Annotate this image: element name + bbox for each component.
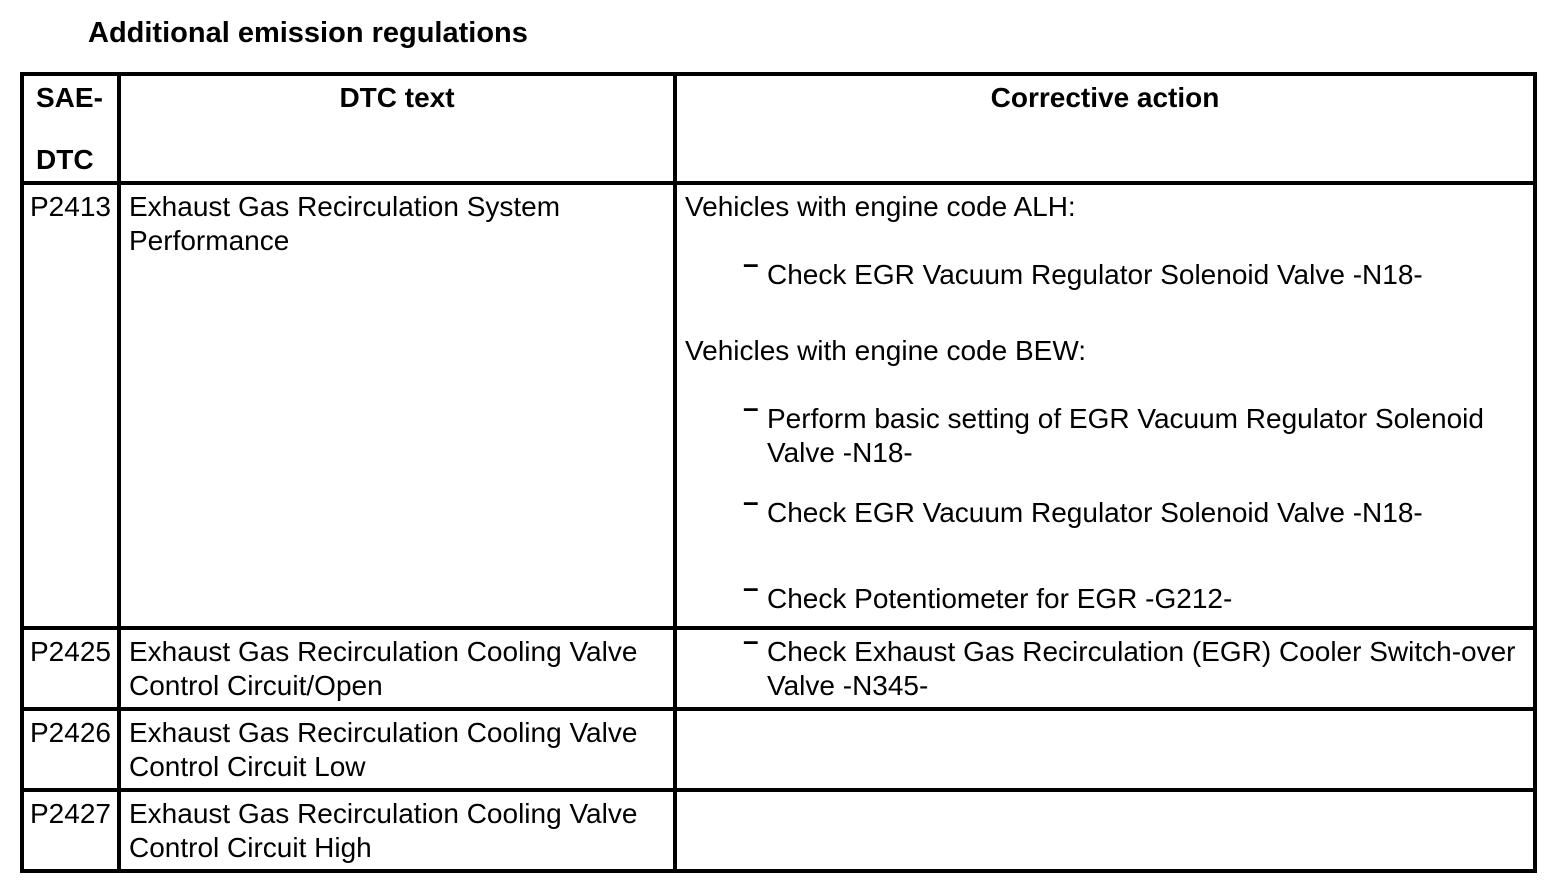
action-paragraph: Vehicles with engine code BEW: <box>685 335 1087 366</box>
bullet-item: –Check EGR Vacuum Regulator Solenoid Val… <box>743 248 1525 292</box>
header-sae-dtc-line1: SAE- <box>36 82 103 113</box>
bullet-item: –Perform basic setting of EGR Vacuum Reg… <box>743 392 1525 470</box>
dtc-code-cell: P2426 <box>20 707 121 792</box>
dash-bullet-icon: – <box>743 572 759 603</box>
bullet-item: –Check EGR Vacuum Regulator Solenoid Val… <box>743 486 1525 530</box>
action-paragraph: Vehicles with engine code ALH: <box>685 191 1076 222</box>
corrective-action-cell <box>673 788 1537 873</box>
dtc-text-cell: Exhaust Gas Recirculation Cooling Valve … <box>117 626 677 711</box>
corrective-action-cell: Vehicles with engine code ALH:–Check EGR… <box>673 181 1537 630</box>
bullet-text: Check EGR Vacuum Regulator Solenoid Valv… <box>767 497 1423 528</box>
dash-bullet-icon: – <box>743 392 759 423</box>
bullet-item: –Check Potentiometer for EGR -G212- <box>743 572 1525 616</box>
dtc-text-cell: Exhaust Gas Recirculation Cooling Valve … <box>117 788 677 873</box>
dash-bullet-icon: – <box>743 486 759 517</box>
dtc-text-cell: Exhaust Gas Recirculation System Perform… <box>117 181 677 630</box>
corrective-action-content: –Check Exhaust Gas Recirculation (EGR) C… <box>685 632 1525 703</box>
dash-bullet-icon: – <box>743 248 759 279</box>
dash-bullet-icon: – <box>743 628 759 656</box>
header-sae-dtc: SAE- DTC <box>20 72 121 185</box>
bullet-text: Check Potentiometer for EGR -G212- <box>767 583 1233 614</box>
dtc-code-cell: P2427 <box>20 788 121 873</box>
page-title: Additional emission regulations <box>88 17 528 49</box>
dtc-code-cell: P2425 <box>20 626 121 711</box>
header-sae-dtc-line2: DTC <box>36 144 94 175</box>
header-dtc-text: DTC text <box>117 72 677 185</box>
corrective-action-cell: –Check Exhaust Gas Recirculation (EGR) C… <box>673 626 1537 711</box>
bullet-item: –Check Exhaust Gas Recirculation (EGR) C… <box>743 632 1525 703</box>
corrective-action-cell <box>673 707 1537 792</box>
dtc-text-cell: Exhaust Gas Recirculation Cooling Valve … <box>117 707 677 792</box>
corrective-action-content: Vehicles with engine code ALH:–Check EGR… <box>685 190 1525 616</box>
table-header-row: SAE- DTC DTC text Corrective action <box>20 72 1537 185</box>
bullet-text: Check EGR Vacuum Regulator Solenoid Valv… <box>767 259 1423 290</box>
dtc-code-cell: P2413 <box>20 181 121 630</box>
bullet-text: Perform basic setting of EGR Vacuum Regu… <box>767 403 1484 468</box>
header-corrective-action: Corrective action <box>673 72 1537 185</box>
bullet-text: Check Exhaust Gas Recirculation (EGR) Co… <box>767 636 1516 701</box>
dtc-table: SAE- DTC DTC text Corrective action P241… <box>20 72 1537 873</box>
